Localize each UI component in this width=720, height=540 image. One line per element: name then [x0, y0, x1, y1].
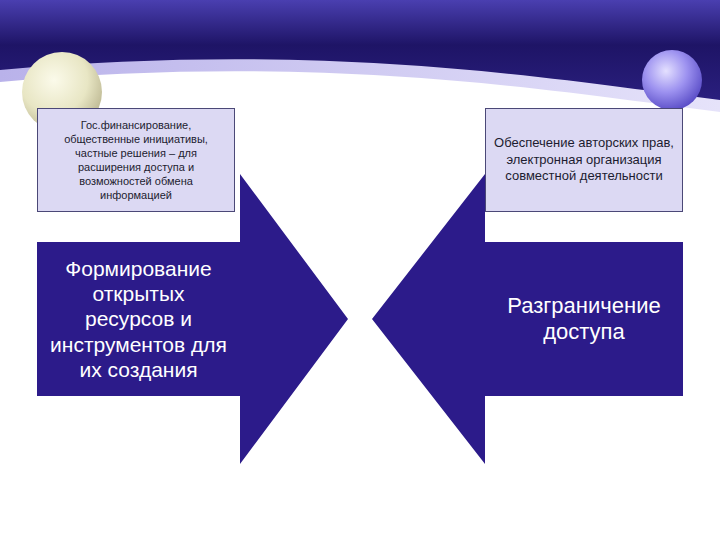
header-band	[0, 0, 720, 100]
box-text: Гос.финансирование, общественные инициат…	[44, 118, 228, 202]
arrow-fill	[372, 174, 683, 464]
note-box: Обеспечение авторских прав, электронная …	[485, 108, 683, 212]
arrow-shape: Формирование открытых ресурсов и инструм…	[37, 174, 348, 464]
arrow-outline	[372, 174, 683, 464]
arrow-label: Разграничение доступа	[485, 293, 683, 346]
arrow-label: Формирование открытых ресурсов и инструм…	[37, 256, 240, 382]
note-box: Гос.финансирование, общественные инициат…	[37, 108, 235, 212]
light-wave	[0, 0, 720, 112]
arrow-outline	[37, 174, 348, 464]
box-text: Обеспечение авторских прав, электронная …	[492, 135, 676, 185]
arrow-fill	[37, 174, 348, 464]
arrow-shape: Разграничение доступа	[372, 174, 683, 464]
violet-sphere	[642, 50, 702, 110]
